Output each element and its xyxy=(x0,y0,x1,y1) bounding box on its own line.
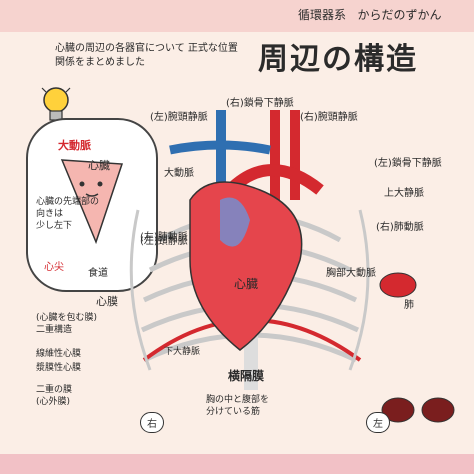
lung-character-icon xyxy=(379,272,417,298)
header-series: 循環器系 からだのずかん xyxy=(298,6,441,23)
lightbulb-icon xyxy=(41,87,71,121)
footer-band xyxy=(0,454,474,474)
header-category: 循環器系 xyxy=(298,8,347,22)
pericardium-note: (心臓を包む膜) 二重構造 xyxy=(36,313,98,335)
label-aorta: 大動脈 xyxy=(164,168,194,179)
label-heart: 心臓 xyxy=(234,277,259,291)
bean-characters-icon xyxy=(381,397,455,423)
page-title: 周辺の構造 xyxy=(258,42,418,77)
label-diaphragm: 横隔膜 xyxy=(228,369,265,383)
label-thoracic-aorta: 胸部大動脈 xyxy=(326,268,376,279)
heart-character-icon xyxy=(60,159,124,245)
layer-outer: 線維性心膜 xyxy=(36,349,82,359)
label-left-brachiocephalic: (左)腕頭静脈 xyxy=(150,112,208,123)
label-left-pulm-artery: (左)肺動脈 xyxy=(140,232,188,243)
label-diaphragm-note: 胸の中と腹部を 分けている筋 xyxy=(206,395,270,417)
bubble-top-label: 大動脈 xyxy=(58,139,91,152)
label-left-subclavian: (左)鎖骨下静脈 xyxy=(374,158,442,169)
header-band xyxy=(0,0,474,32)
label-right-subclavian-vein: (右)鎖骨下静脈 xyxy=(226,98,294,109)
label-esophagus: 食道 xyxy=(88,268,108,279)
intro-text: 心臓の周辺の各器官について 正式な位置関係をまとめました xyxy=(55,43,238,68)
label-left-jugular: (左)頸静脈 xyxy=(140,236,188,247)
header-series-text: からだのずかん xyxy=(357,8,442,22)
chest-diagram xyxy=(129,110,370,390)
pericardium-label: 心膜 xyxy=(96,295,118,308)
label-svc: 上大静脈 xyxy=(384,188,424,199)
bubble-footnote: 心尖 xyxy=(44,262,64,273)
bubble-title: 心臓 xyxy=(88,159,110,172)
pericardium-note2: 二重の膜 (心外膜) xyxy=(36,385,73,407)
label-right-brachiocephalic: (右)腕頭静脈 xyxy=(300,112,358,123)
bubble-note: 心臓の先端部の 向きは 少し左下 xyxy=(36,197,100,231)
label-right-pulm-artery: (右)肺動脈 xyxy=(376,222,424,233)
label-ivc: 下大静脈 xyxy=(164,347,201,357)
label-lung: 肺 xyxy=(404,300,414,311)
left-side-marker: 左 xyxy=(366,412,390,433)
right-side-marker: 右 xyxy=(140,412,164,433)
heart-shape xyxy=(189,181,303,351)
layer-inner: 漿膜性心膜 xyxy=(36,363,82,373)
